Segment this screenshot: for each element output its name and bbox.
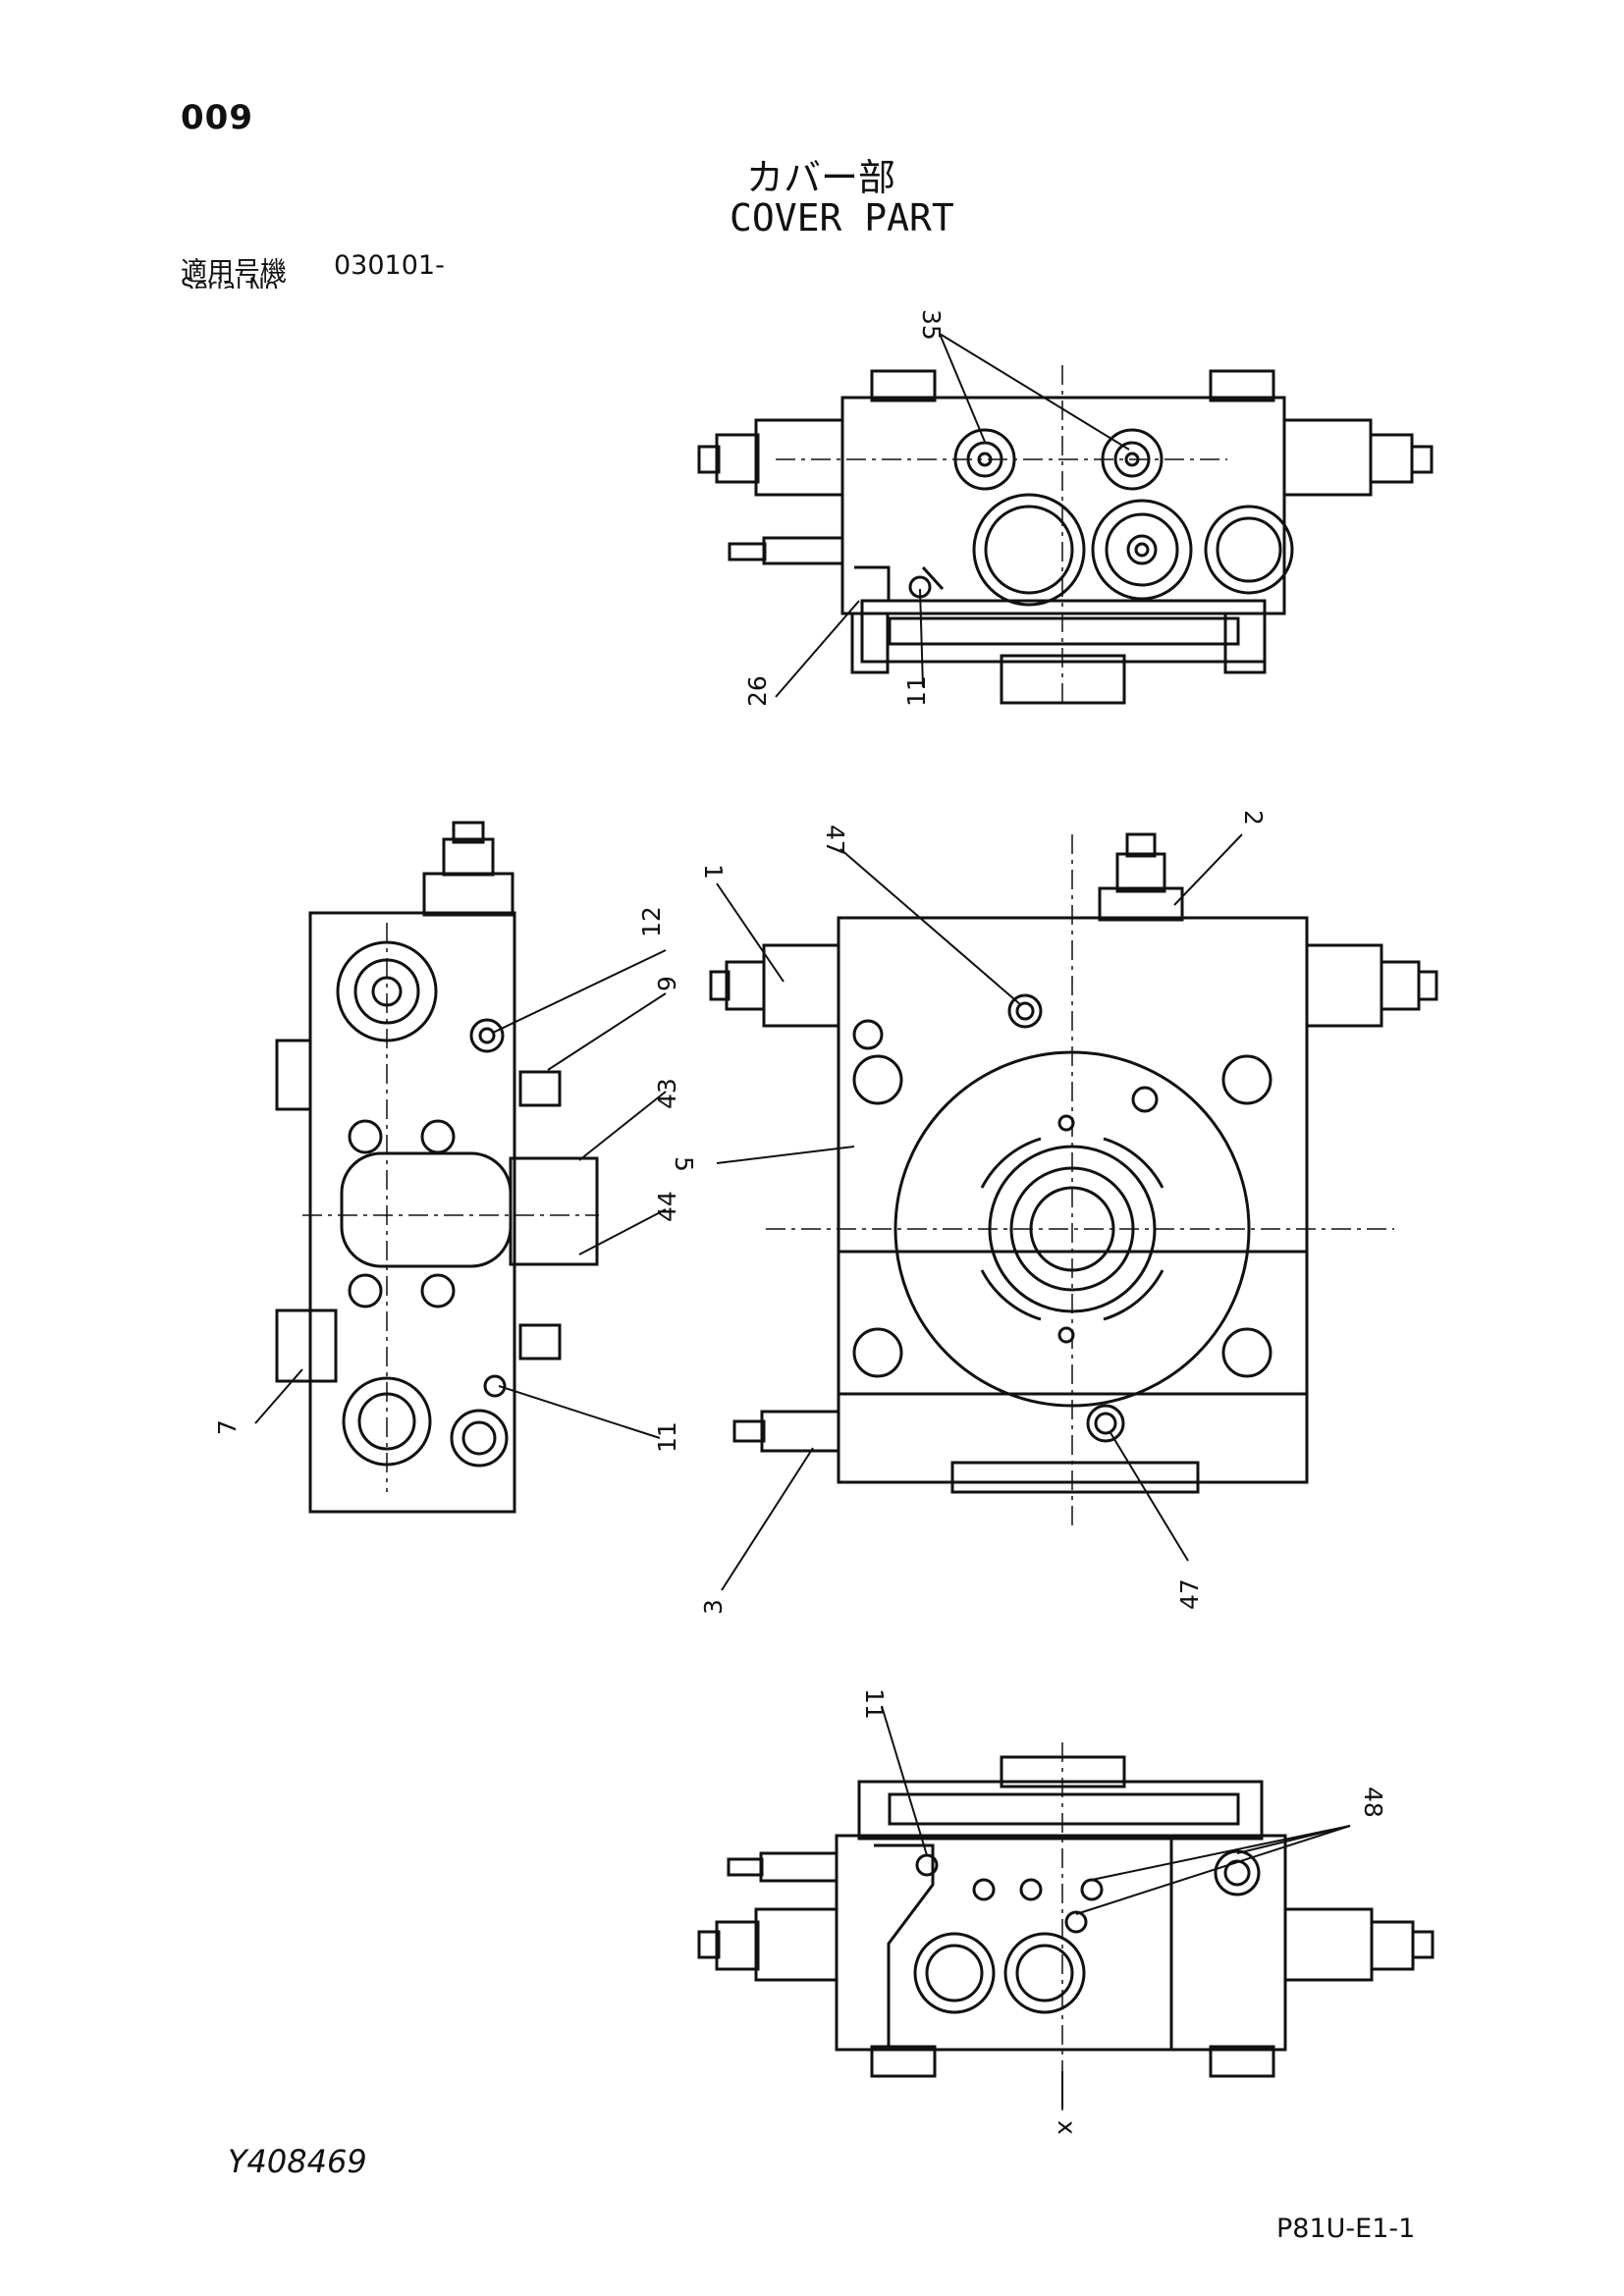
front-view [709, 832, 1438, 1531]
callout-47-bottom: 47 [1175, 1578, 1204, 1610]
side-view [275, 821, 599, 1514]
callout-11-top: 11 [902, 675, 931, 707]
callout-5: 5 [670, 1156, 698, 1172]
serial-label-japanese: 適用号機 [181, 257, 287, 288]
callout-7: 7 [213, 1419, 242, 1435]
title-english: COVER PART [730, 196, 954, 240]
callout-44: 44 [653, 1191, 681, 1222]
callout-9: 9 [653, 976, 681, 991]
callout-26: 26 [743, 675, 772, 707]
callout-x: x [1053, 2120, 1081, 2135]
serial-label-english: Serial No. [181, 277, 285, 289]
callout-48: 48 [1359, 1787, 1387, 1818]
callout-2: 2 [1239, 810, 1268, 826]
callout-3: 3 [699, 1599, 728, 1615]
bottom-view [697, 1742, 1435, 2110]
callout-1: 1 [699, 864, 728, 880]
callout-11-left: 11 [653, 1421, 681, 1453]
callout-43: 43 [653, 1078, 681, 1109]
callout-11-bottom: 11 [860, 1688, 889, 1720]
figure-id: Y408469 [228, 2143, 367, 2180]
page-number: 009 [181, 98, 253, 137]
title-japanese: カバー部 [746, 156, 896, 199]
callout-12: 12 [637, 906, 666, 937]
page-code: P81U-E1-1 [1276, 2214, 1416, 2244]
callout-47-top: 47 [821, 825, 849, 856]
callout-labels: 35 26 11 47 2 1 5 3 47 12 9 43 44 7 11 1… [213, 309, 1387, 2135]
serial-value: 030101- [334, 250, 445, 281]
top-view [697, 365, 1434, 707]
leader-lines [254, 333, 1351, 2109]
callout-35: 35 [917, 309, 946, 341]
